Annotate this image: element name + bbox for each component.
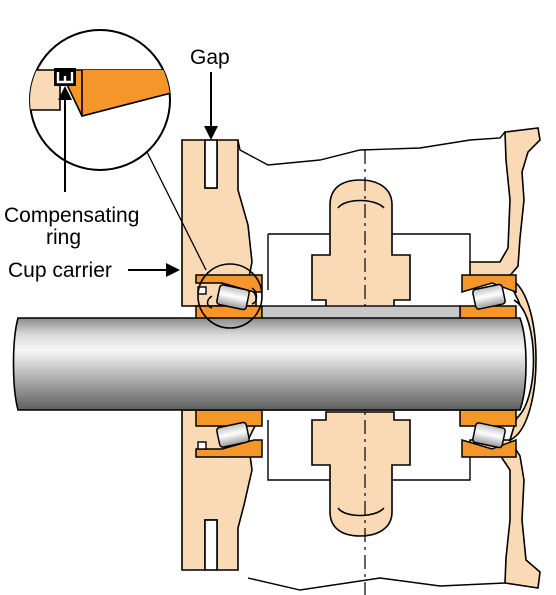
magnifier-leader-line [145, 149, 207, 271]
compensating-ring-lower [197, 441, 207, 450]
magnifier-callout-circle [29, 29, 171, 171]
right-lower-bearing [459, 409, 517, 458]
gap-slot [204, 139, 218, 189]
cup-carrier-arrowhead [166, 263, 180, 277]
gear [311, 179, 411, 537]
shaft [12, 317, 527, 411]
compensating-ring-label-line1: Compensating [4, 204, 139, 227]
compensating-ring-label-line2: ring [46, 226, 81, 249]
gap-slot-lower [204, 519, 218, 571]
gap-label: Gap [190, 46, 230, 69]
cup-carrier-label: Cup carrier [8, 259, 112, 282]
right-housing [469, 127, 541, 589]
right-upper-bearing [459, 274, 517, 323]
gap-arrowhead [204, 126, 218, 140]
magnify-source-circle [197, 263, 263, 329]
compensating-arrowhead [58, 86, 72, 100]
